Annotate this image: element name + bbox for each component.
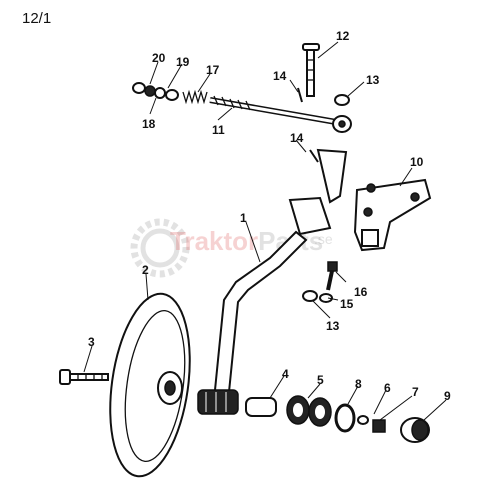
part-1-arm [197,148,348,415]
parts-17-20-hardware [132,82,208,105]
callout-19: 19 [176,55,190,69]
callout-10: 10 [410,155,424,169]
leader-lines [83,41,447,421]
part-12-bolt [302,43,320,97]
callout-5: 5 [317,373,324,387]
callout-14-lower: 14 [290,131,304,145]
callout-13-lower: 13 [326,319,340,333]
gear-icon [130,218,190,278]
callout-16: 16 [354,285,368,299]
part-5-bearings [286,395,332,427]
callout-9: 9 [444,389,451,403]
callout-2: 2 [142,263,149,277]
callout-6: 6 [384,381,391,395]
part-7-nut [372,419,386,433]
part-8-ring [334,403,356,433]
part-6-washer [357,415,369,425]
callout-4: 4 [282,367,289,381]
part-10-bracket [353,178,432,252]
callout-7: 7 [412,385,419,399]
callout-14-upper: 14 [273,69,287,83]
callout-20: 20 [152,51,166,65]
callout-15: 15 [340,297,354,311]
watermark-suffix: .se [314,231,333,247]
part-2-disc [109,292,191,478]
part-9-cap [400,417,430,443]
callout-8: 8 [355,377,362,391]
part-13-washer-upper [334,94,350,106]
callout-3: 3 [88,335,95,349]
callout-13-upper: 13 [366,73,380,87]
part-14-pin-upper [297,87,303,103]
callout-18: 18 [142,117,156,131]
part-14-pin-lower [309,149,319,163]
part-15-washer [319,293,333,303]
watermark-brand-red: Traktor [170,226,258,256]
part-4-bushing [245,397,277,417]
callout-1: 1 [240,211,247,225]
page-label: 12/1 [22,10,52,27]
part-13-washer-lower [302,290,318,302]
watermark: TraktorParts .se [130,218,333,278]
part-3-bolt [59,369,109,385]
callout-labels: 12 14 13 17 19 20 18 11 14 10 1 2 3 4 5 … [88,29,451,403]
callout-17: 17 [206,63,220,77]
callout-11: 11 [212,123,225,137]
callout-12: 12 [336,29,350,43]
part-11-rod [209,95,352,133]
part-16-bolt [326,261,338,291]
